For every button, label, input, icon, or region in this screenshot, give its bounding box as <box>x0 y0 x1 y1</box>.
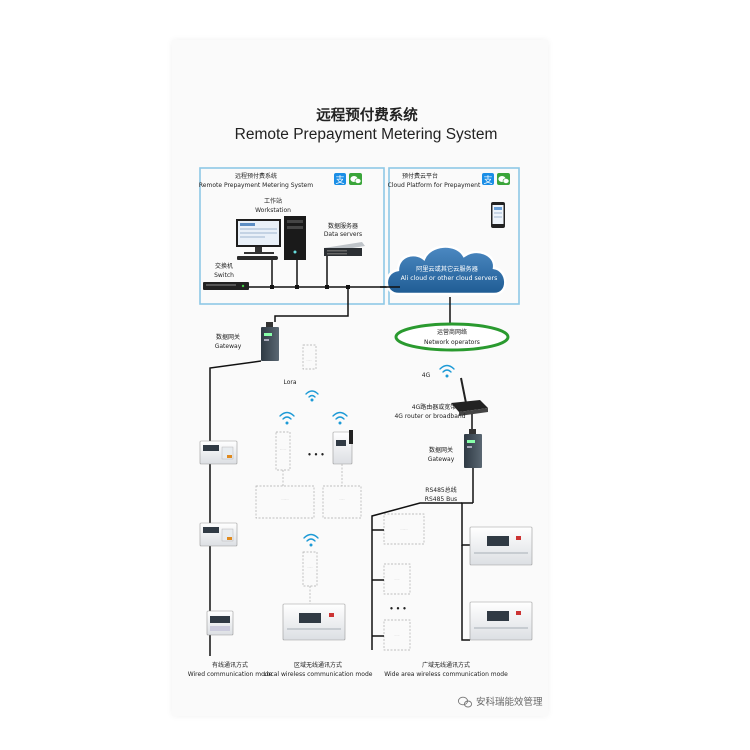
meter-icon <box>469 526 533 566</box>
router-label-cn: 4G路由器或宽带 <box>412 403 456 411</box>
system-box <box>199 167 385 305</box>
workstation-label-cn: 工作站 <box>264 197 282 205</box>
gateway-left-label-cn: 数据网关 <box>216 333 240 341</box>
system-box-label-en: Remote Prepayment Metering System <box>199 182 313 189</box>
system-box-label-cn: 远程预付费系统 <box>235 172 277 180</box>
gateway-icon <box>261 322 279 361</box>
router-icon <box>451 377 488 416</box>
cloud-platform-box <box>388 167 520 305</box>
wireless-module <box>383 513 425 545</box>
wifi-icon <box>332 411 348 425</box>
alipay-icon: 支 <box>482 173 494 186</box>
wechat-icon <box>497 173 510 185</box>
meter-icon <box>332 430 353 465</box>
svg-text:·········: ········· <box>281 498 289 501</box>
svg-text:······: ······ <box>395 578 400 581</box>
meter-icon <box>282 603 346 641</box>
rs485-label-en: RS485 Bus <box>425 496 457 503</box>
mode-wide-cn: 广域无线通讯方式 <box>422 661 470 669</box>
meter-icon <box>206 610 234 636</box>
workstation-label-en: Workstation <box>255 207 291 214</box>
cloud-box-label-cn: 预付费云平台 <box>402 172 438 180</box>
switch-label-en: Switch <box>214 272 234 279</box>
switch-label-cn: 交换机 <box>215 262 233 270</box>
router-label-en: 4G router or broadband <box>394 413 465 420</box>
cloud-box-label-en: Cloud Platform for Prepayment <box>388 182 481 189</box>
wifi-icon <box>439 364 455 378</box>
wireless-module <box>383 563 411 595</box>
wireless-module <box>322 485 362 519</box>
meter-icon <box>199 440 238 465</box>
wireless-module <box>383 619 411 651</box>
svg-text:·······: ······· <box>306 359 312 362</box>
gateway-icon <box>464 429 482 468</box>
svg-text:支: 支 <box>483 174 492 186</box>
wechat-icon <box>349 173 362 185</box>
workstation-icon <box>236 216 306 260</box>
wifi-icon <box>303 533 319 547</box>
svg-text:支: 支 <box>335 174 344 186</box>
lora-label: Lora <box>283 379 296 386</box>
network-operators-label-en: Network operators <box>424 339 480 346</box>
network-operators-label-cn: 运营商网络 <box>437 328 467 336</box>
network-operators-ellipse <box>394 322 510 352</box>
ali-cloud-label-cn: 阿里云或其它云服务器 <box>416 265 479 273</box>
svg-text:·········: ········· <box>400 528 408 531</box>
mode-wired-en: Wired communication mode <box>188 671 273 678</box>
switch-icon <box>203 282 249 290</box>
svg-text:·······: ······· <box>307 566 313 569</box>
gateway-left-label-en: Gateway <box>215 343 242 350</box>
svg-text:·······: ······· <box>339 498 345 501</box>
phone-icon <box>491 202 505 228</box>
mode-wide-en: Wide area wireless communication mode <box>384 671 508 678</box>
gateway-right-label-cn: 数据网关 <box>429 446 453 454</box>
wireless-module <box>275 431 291 471</box>
watermark-text: 安科瑞能效管理 <box>476 696 543 708</box>
wifi-icon <box>279 411 295 425</box>
svg-text:········: ········ <box>280 448 287 451</box>
title-cn: 远程预付费系统 <box>316 106 418 124</box>
wired-bus-line <box>209 360 262 656</box>
mode-local-en: Local wireless communication mode <box>264 671 373 678</box>
mode-wired-cn: 有线通讯方式 <box>212 661 248 669</box>
wireless-module <box>302 551 318 587</box>
lora-module <box>302 344 317 370</box>
data-servers-label-en: Data servers <box>324 231 362 238</box>
ali-cloud-label-en: Ali cloud or other cloud servers <box>401 275 498 282</box>
rs485-bus-line <box>461 468 474 641</box>
wifi-icon <box>305 390 319 402</box>
meter-icon <box>469 601 533 641</box>
alipay-icon: 支 <box>334 173 346 186</box>
data-servers-label-cn: 数据服务器 <box>328 222 358 230</box>
meter-icon <box>199 522 238 547</box>
ellipsis-local: • • • <box>307 451 324 459</box>
data-server-icon <box>324 242 365 256</box>
wechat-watermark-icon <box>457 696 473 708</box>
gateway-right-label-en: Gateway <box>428 456 455 463</box>
fourg-label: 4G <box>422 372 431 379</box>
wireless-module <box>255 485 315 519</box>
title-en: Remote Prepayment Metering System <box>235 126 498 143</box>
ellipsis-wide: • • • <box>389 605 406 613</box>
wide-area-chain-line <box>371 502 462 650</box>
cloud-icon <box>385 245 507 296</box>
svg-text:······: ······ <box>395 634 400 637</box>
mode-local-cn: 区域无线通讯方式 <box>294 661 342 669</box>
rs485-label-cn: RS485总线 <box>425 486 456 494</box>
